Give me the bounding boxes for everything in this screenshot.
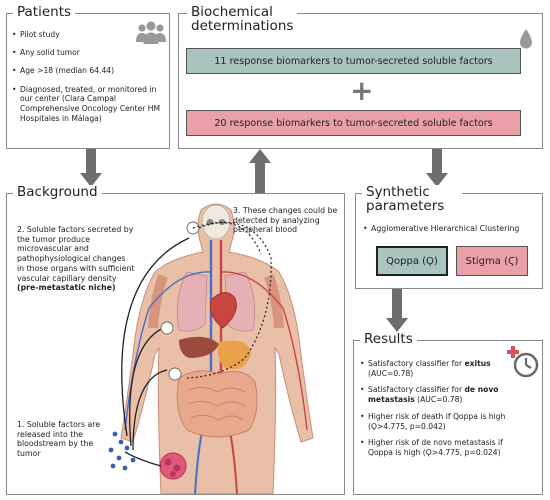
background-panel: Background — [6, 185, 345, 495]
biochemical-title-line2: determinations — [191, 18, 294, 35]
clustering-method: Agglomerative Hierarchical Clustering — [363, 224, 519, 233]
results-panel: Results Satisfactory classifier for exit… — [353, 332, 543, 495]
drop-icon — [520, 29, 532, 49]
biochemical-panel: Biochemical determinations 11 response b… — [178, 5, 543, 149]
background-step1: 1. Soluble factors are released into the… — [17, 420, 101, 459]
biomarkers-11-box: 11 response biomarkers to tumor-secreted… — [186, 48, 521, 74]
biomarkers-20-box: 20 response biomarkers to tumor-secreted… — [186, 110, 521, 136]
result-item: Satisfactory classifier for de novo meta… — [360, 385, 520, 404]
synthetic-title-line2: parameters — [366, 198, 445, 215]
background-title: Background — [13, 185, 102, 199]
results-list: Satisfactory classifier for exitus (AUC=… — [360, 359, 520, 465]
arrow-patients-to-background — [80, 149, 102, 187]
step2-bold: (pre-metastatic niche) — [17, 283, 116, 293]
step2-text: 2. Soluble factors secreted by the tumor… — [17, 225, 135, 283]
patients-panel: Patients Pilot study Any solid tumor Age… — [6, 5, 170, 149]
patients-item: Diagnosed, treated, or monitored in our … — [12, 85, 162, 124]
arrow-bio-to-synthetic — [426, 149, 448, 187]
patients-item: Age >18 (median 64.44) — [12, 66, 162, 76]
biochemical-title-line1: Biochemical — [191, 4, 273, 20]
patients-item: Pilot study — [12, 30, 162, 40]
human-anatomy-illustration — [108, 203, 314, 494]
result-item: Higher risk of de novo metastasis if Qop… — [360, 438, 520, 457]
patients-list: Pilot study Any solid tumor Age >18 (med… — [12, 30, 162, 132]
plus-sign: + — [350, 74, 374, 107]
arrow-synthetic-to-results — [386, 276, 408, 332]
stigma-box: Stigma (Ϛ) — [456, 246, 528, 276]
background-step2: 2. Soluble factors secreted by the tumor… — [17, 225, 135, 293]
result-item: Satisfactory classifier for exitus (AUC=… — [360, 359, 520, 378]
result-item-bold: de novo metastasis — [368, 385, 499, 405]
synthetic-panel: Synthetic parameters Agglomerative Hiera… — [355, 185, 543, 289]
result-item-text: (AUC=0.78) — [414, 395, 463, 405]
results-title: Results — [360, 332, 417, 346]
background-step3: 3. These changes could be detected by an… — [233, 206, 338, 235]
result-item: Higher risk of death if Qoppa is high (Ϙ… — [360, 412, 520, 431]
result-item-text: Satisfactory classifier for — [368, 359, 465, 368]
result-item-text: (AUC=0.78) — [368, 368, 414, 378]
result-item-bold: exitus — [464, 359, 491, 368]
synthetic-title: Synthetic parameters — [362, 185, 462, 213]
synthetic-title-line1: Synthetic — [366, 184, 430, 200]
result-item-text: Satisfactory classifier for — [368, 385, 465, 395]
patients-title: Patients — [13, 5, 76, 19]
arrow-background-to-bio — [249, 149, 271, 193]
patients-item: Any solid tumor — [12, 48, 162, 58]
biochemical-title: Biochemical determinations — [187, 4, 298, 35]
qoppa-box: Qoppa (Ϙ) — [376, 246, 448, 276]
